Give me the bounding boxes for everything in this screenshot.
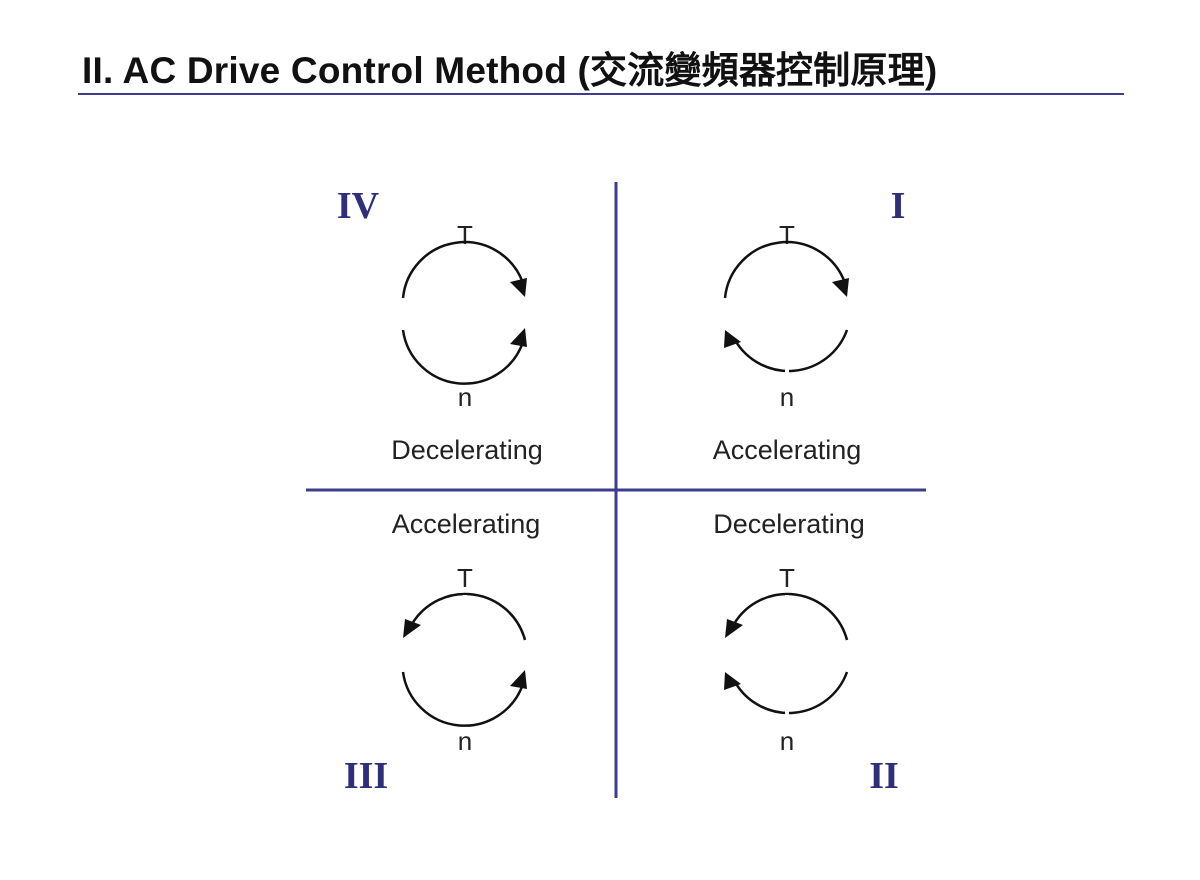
speed-arc — [733, 671, 849, 715]
speed-arc — [733, 329, 849, 373]
mode-label: Accelerating — [713, 435, 862, 465]
torque-arrowhead-ccw — [403, 619, 421, 638]
mode-label: Accelerating — [392, 509, 541, 539]
torque-arrowhead-cw — [510, 278, 527, 297]
speed-arrowhead-cw — [724, 330, 741, 348]
torque-arrowhead-cw — [832, 278, 849, 297]
speed-label: n — [458, 382, 472, 412]
torque-arc — [401, 240, 525, 299]
speed-arc — [401, 671, 525, 727]
quadrant-iii: Accelerating T n III — [344, 509, 540, 797]
speed-arc — [401, 329, 525, 385]
torque-label: T — [779, 220, 795, 250]
quadrant-numeral: I — [891, 185, 906, 227]
quadrant-i: I T n Accelerating — [713, 185, 906, 465]
speed-arrowhead-ccw — [510, 328, 527, 347]
title-underline — [78, 93, 1124, 95]
speed-arrowhead-cw — [724, 672, 741, 690]
page-title: II. AC Drive Control Method (交流變頻器控制原理) — [82, 50, 938, 91]
torque-label: T — [457, 563, 473, 593]
quadrant-numeral: III — [344, 755, 388, 797]
torque-arc — [410, 592, 527, 641]
speed-label: n — [780, 382, 794, 412]
mode-label: Decelerating — [391, 435, 543, 465]
speed-label: n — [458, 726, 472, 756]
speed-label: n — [780, 726, 794, 756]
quadrant-iv: IV T n Decelerating — [337, 185, 543, 465]
torque-label: T — [779, 563, 795, 593]
quadrant-numeral: IV — [337, 185, 380, 227]
torque-label: T — [457, 220, 473, 250]
torque-arc — [723, 240, 847, 299]
torque-arc — [732, 592, 849, 641]
mode-label: Decelerating — [713, 509, 865, 539]
quadrant-ii: Decelerating T n II — [713, 509, 899, 797]
quadrant-numeral: II — [869, 755, 899, 797]
speed-arrowhead-ccw — [510, 670, 527, 689]
torque-arrowhead-ccw — [725, 619, 743, 638]
